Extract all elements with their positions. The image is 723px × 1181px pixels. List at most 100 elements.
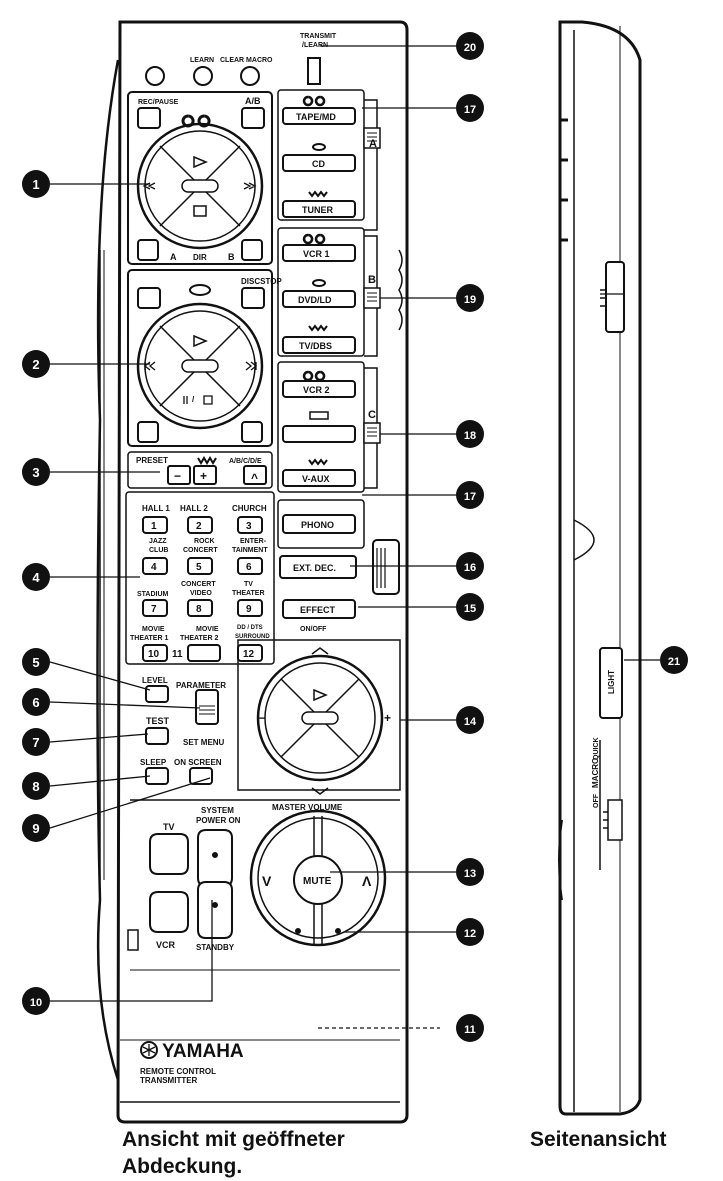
- dvd-ld-label: DVD/LD: [298, 295, 332, 305]
- cd-button[interactable]: [282, 154, 356, 172]
- vol-up-label: Λ: [362, 873, 372, 889]
- clear-button[interactable]: [193, 66, 213, 86]
- side-macro-label: MACRO: [591, 758, 600, 788]
- macro-button[interactable]: [240, 66, 260, 86]
- callout-6-num: 6: [32, 695, 39, 710]
- front-caption-line2: Abdeckung.: [122, 1155, 243, 1178]
- dir-b-button[interactable]: [241, 239, 263, 261]
- on-screen-label: ON SCREEN: [174, 758, 222, 767]
- rec-pause-label: REC/PAUSE: [138, 99, 179, 106]
- key-4[interactable]: [142, 557, 168, 575]
- standby-button[interactable]: [197, 881, 233, 939]
- level-label: LEVEL: [142, 676, 168, 685]
- concert-label: CONCERT: [183, 547, 218, 554]
- clear-macro-label: CLEAR MACRO: [220, 57, 273, 64]
- dsp-section: [125, 491, 275, 665]
- preset-section: [127, 451, 273, 489]
- tape-section: [127, 91, 273, 265]
- tuner-label: TUNER: [302, 205, 333, 215]
- callout-7-num: 7: [32, 735, 39, 750]
- vcr2-label: VCR 2: [303, 385, 330, 395]
- tv-power-button[interactable]: [149, 833, 189, 875]
- stadium-label: STADIUM: [137, 591, 169, 598]
- transmit-learn-switch[interactable]: [307, 57, 321, 85]
- callout-11-num: 11: [464, 1024, 476, 1036]
- key-3-label: 3: [246, 521, 252, 532]
- callout-21-num: 21: [668, 656, 680, 668]
- jazz-label: JAZZ: [149, 538, 167, 545]
- minus-label: −: [174, 469, 181, 483]
- preset-minus-button[interactable]: [167, 465, 191, 485]
- master-volume-label: MASTER VOLUME: [272, 803, 343, 812]
- test-button[interactable]: [145, 727, 169, 745]
- discstop-button[interactable]: [241, 287, 265, 309]
- menu-minus-label: −: [258, 711, 265, 725]
- preset-abcde-button[interactable]: [243, 465, 267, 485]
- preset-plus-button[interactable]: [193, 465, 217, 485]
- key-9[interactable]: [237, 599, 263, 617]
- macro-switch[interactable]: [607, 799, 623, 841]
- key-6[interactable]: [237, 557, 263, 575]
- callout-5: [22, 648, 50, 676]
- callout-18-num: 18: [464, 430, 476, 442]
- key-2-label: 2: [196, 521, 202, 532]
- callout-10: [22, 987, 50, 1015]
- tape-md-button[interactable]: [282, 107, 356, 125]
- on-screen-button[interactable]: [189, 767, 213, 785]
- set-menu-switch[interactable]: [195, 689, 219, 725]
- key-2[interactable]: [187, 516, 213, 534]
- key-10[interactable]: [142, 644, 168, 662]
- dvd-ld-button[interactable]: [282, 290, 356, 308]
- group-b-switch[interactable]: [363, 287, 381, 309]
- dir-label: DIR: [193, 253, 207, 262]
- key-3[interactable]: [237, 516, 263, 534]
- disc-section: [127, 269, 273, 447]
- group-c-switch[interactable]: [363, 422, 381, 444]
- key-8[interactable]: [187, 599, 213, 617]
- rock-label: ROCK: [194, 538, 215, 545]
- callout-17b-num: 17: [464, 491, 476, 503]
- key-1[interactable]: [142, 516, 168, 534]
- menu-plus-label: +: [384, 711, 391, 725]
- callout-19: [456, 284, 484, 312]
- key-7[interactable]: [142, 599, 168, 617]
- disc-input-button[interactable]: [282, 425, 356, 443]
- front-caption-line1: Ansicht mit geöffneter: [122, 1128, 345, 1151]
- group-c-label: C: [368, 409, 376, 421]
- tuner-button[interactable]: [282, 200, 356, 218]
- dir-a-button[interactable]: [137, 239, 159, 261]
- key-7-label: 7: [151, 604, 157, 615]
- v-aux-button[interactable]: [282, 469, 356, 487]
- mute-button[interactable]: [293, 855, 343, 905]
- vcr1-button[interactable]: [282, 244, 356, 262]
- light-button[interactable]: [599, 647, 623, 719]
- key-11[interactable]: [187, 644, 221, 662]
- key-9-label: 9: [246, 604, 252, 615]
- key-5[interactable]: [187, 557, 213, 575]
- vcr-power-button[interactable]: [149, 891, 189, 933]
- vol-down-label: V: [262, 873, 272, 889]
- ext-dec-button[interactable]: [279, 555, 357, 579]
- tv-dbs-label: TV/DBS: [299, 341, 332, 351]
- callout-7: [22, 728, 50, 756]
- parameter-label: PARAMETER: [176, 681, 226, 690]
- learn-button[interactable]: [145, 66, 165, 86]
- plus-label: +: [200, 469, 207, 483]
- side-off-label: OFF: [593, 793, 600, 808]
- disc-rew-button[interactable]: [137, 421, 159, 443]
- callout-12-num: 12: [464, 928, 476, 940]
- standby-label: STANDBY: [196, 943, 235, 952]
- input-selector-column: [277, 89, 403, 619]
- effect-button[interactable]: [282, 599, 356, 619]
- learn2-label: /LEARN: [302, 42, 328, 49]
- phono-button[interactable]: [282, 514, 356, 534]
- church-label: CHURCH: [232, 504, 267, 513]
- disc-ff-button[interactable]: [241, 421, 263, 443]
- rec-pause-button[interactable]: [137, 107, 161, 129]
- ab-button[interactable]: [241, 107, 265, 129]
- disc-left-button[interactable]: [137, 287, 161, 309]
- level-button[interactable]: [145, 685, 169, 703]
- cd-label: CD: [312, 159, 325, 169]
- callout-2-num: 2: [32, 357, 39, 372]
- tv-dbs-button[interactable]: [282, 336, 356, 354]
